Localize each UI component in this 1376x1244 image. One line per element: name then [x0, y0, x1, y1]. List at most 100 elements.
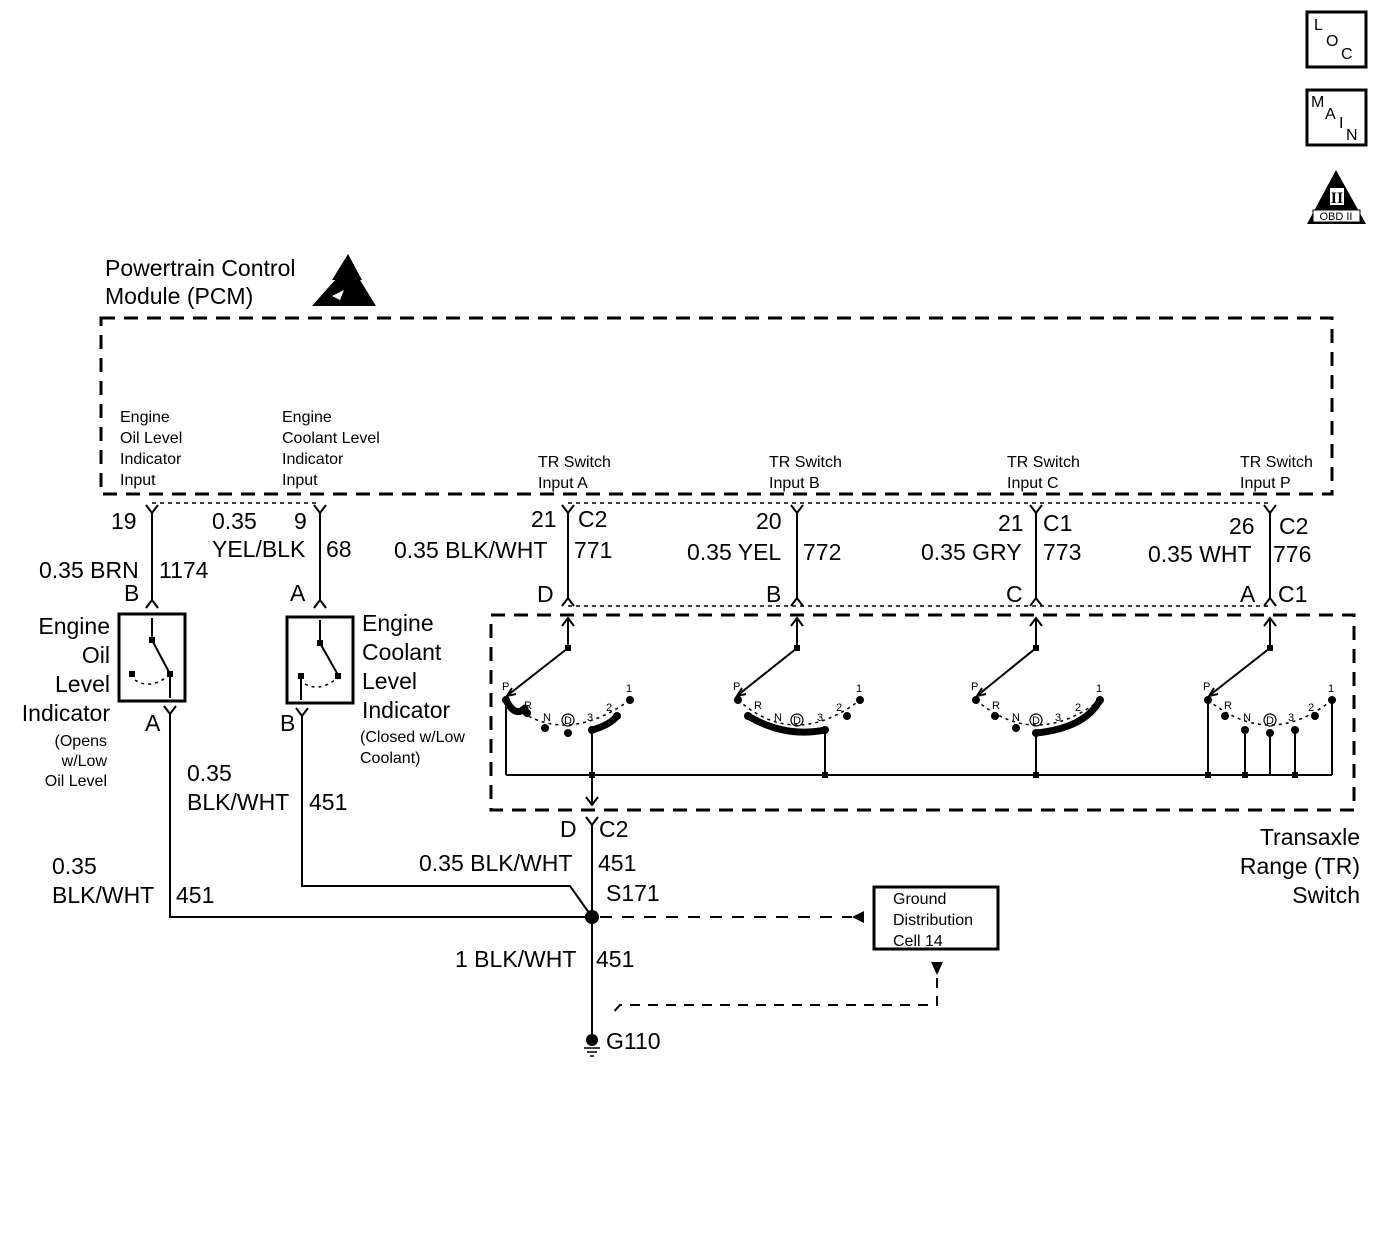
- coolant-level-wire[interactable]: [313, 504, 327, 609]
- main-icon[interactable]: M A I N: [1305, 88, 1368, 147]
- tr-input-b-wire[interactable]: [790, 504, 804, 607]
- pcm-input-tr-p-label: TR Switch Input P: [1240, 454, 1313, 492]
- tr-a-conn: C2: [578, 506, 607, 532]
- ground-symbol-icon: [584, 1034, 600, 1057]
- svg-text:Input C: Input C: [1007, 475, 1059, 492]
- svg-text:Distribution: Distribution: [893, 912, 973, 929]
- tr-switch-label: Transaxle Range (TR) Switch: [1240, 824, 1360, 908]
- tr-p-pin: 26: [1229, 513, 1255, 539]
- tr-ground-color: 0.35 BLK/WHT: [419, 850, 572, 876]
- svg-text:Input A: Input A: [538, 475, 588, 492]
- svg-text:Indicator: Indicator: [282, 451, 344, 468]
- svg-text:2: 2: [836, 702, 842, 714]
- coolant-ground-size: 0.35: [187, 760, 232, 786]
- loc-letter-l: L: [1314, 17, 1323, 34]
- obd-label: OBD II: [1319, 211, 1352, 223]
- coolant-size: 0.35: [212, 508, 257, 534]
- tr-position-labels-c: P R N D 3 2 1: [971, 681, 1102, 727]
- svg-text:1: 1: [626, 683, 632, 695]
- svg-text:Range (TR): Range (TR): [1240, 853, 1360, 879]
- pcm-input-tr-c-label: TR Switch Input C: [1007, 454, 1080, 492]
- svg-text:Engine: Engine: [38, 613, 110, 639]
- pcm-input-oil-label: Engine Oil Level Indicator Input: [120, 409, 182, 489]
- tr-c-color: 0.35 GRY: [921, 539, 1022, 565]
- svg-text:3: 3: [587, 712, 593, 724]
- esd-warning-icon: [312, 254, 376, 306]
- tr-ground-terminal: D: [560, 816, 577, 842]
- main-letter-i: I: [1339, 115, 1343, 132]
- oil-ground-wire[interactable]: [169, 714, 592, 918]
- svg-text:3: 3: [1288, 712, 1294, 724]
- tr-position-labels-p: P R N D 3 2 1: [1203, 681, 1334, 727]
- svg-text:TR Switch: TR Switch: [1007, 454, 1080, 471]
- oil-circuit: 1174: [159, 557, 209, 583]
- svg-text:D: D: [1266, 715, 1274, 727]
- main-letter-a: A: [1325, 106, 1336, 123]
- main-ground-circuit: 451: [596, 946, 634, 972]
- svg-text:P: P: [733, 681, 740, 693]
- svg-text:Oil Level: Oil Level: [120, 430, 182, 447]
- loc-letter-o: O: [1326, 33, 1338, 50]
- svg-text:D: D: [793, 715, 801, 727]
- svg-text:Coolant: Coolant: [362, 639, 442, 665]
- svg-text:TR Switch: TR Switch: [1240, 454, 1313, 471]
- svg-text:(Closed w/Low: (Closed w/Low: [360, 729, 465, 746]
- ground-distribution-box[interactable]: Ground Distribution Cell 14: [872, 885, 1000, 951]
- tr-ground-conn: C2: [599, 816, 628, 842]
- svg-text:3: 3: [817, 712, 823, 724]
- pcm-title-line2: Module (PCM): [105, 283, 253, 309]
- tr-a-color: 0.35 BLK/WHT: [394, 537, 547, 563]
- tr-b-pin: 20: [756, 508, 782, 534]
- svg-text:w/Low: w/Low: [61, 753, 108, 770]
- svg-text:1: 1: [1096, 683, 1102, 695]
- svg-text:Coolant Level: Coolant Level: [282, 430, 380, 447]
- oil-level-wire[interactable]: [145, 504, 159, 609]
- oil-pin: 19: [111, 508, 137, 534]
- tr-p-terminal: A: [1240, 581, 1256, 607]
- tr-input-c-wire[interactable]: [1029, 504, 1043, 607]
- coolant-ground-wire[interactable]: [301, 716, 593, 918]
- oil-ground-circuit: 451: [176, 882, 214, 908]
- svg-text:P: P: [1203, 681, 1210, 693]
- oil-wire-color: 0.35 BRN: [39, 557, 139, 583]
- svg-text:Engine: Engine: [362, 610, 434, 636]
- ground-g110: G110: [606, 1028, 661, 1054]
- obd-ii-icon[interactable]: II OBD II: [1307, 170, 1366, 224]
- svg-text:Input: Input: [282, 472, 318, 489]
- svg-text:Transaxle: Transaxle: [1260, 824, 1360, 850]
- coolant-color: YEL/BLK: [212, 536, 306, 562]
- svg-text:3: 3: [1055, 712, 1061, 724]
- svg-text:2: 2: [1075, 702, 1081, 714]
- svg-text:Indicator: Indicator: [120, 451, 182, 468]
- oil-indicator-label: Engine Oil Level Indicator (Opens w/Low …: [22, 613, 111, 790]
- pcm-input-tr-a-label: TR Switch Input A: [538, 454, 611, 492]
- svg-text:Input B: Input B: [769, 475, 820, 492]
- svg-text:Indicator: Indicator: [22, 700, 111, 726]
- svg-text:R: R: [754, 700, 762, 712]
- svg-text:Level: Level: [362, 668, 417, 694]
- coolant-pin: 9: [294, 508, 307, 534]
- svg-text:1: 1: [1328, 683, 1334, 695]
- svg-text:Engine: Engine: [282, 409, 332, 426]
- svg-text:Coolant): Coolant): [360, 750, 420, 767]
- tr-ground-circuit: 451: [598, 850, 636, 876]
- svg-text:Ground: Ground: [893, 891, 946, 908]
- svg-text:2: 2: [606, 702, 612, 714]
- coolant-conn-top: A: [290, 580, 306, 606]
- tr-input-p-wire[interactable]: [1263, 504, 1277, 607]
- svg-text:2: 2: [1308, 702, 1314, 714]
- svg-text:Input: Input: [120, 472, 156, 489]
- svg-text:1: 1: [856, 683, 862, 695]
- pcm-input-coolant-label: Engine Coolant Level Indicator Input: [282, 409, 380, 489]
- tr-position-labels-b: P R N D 3 2 1: [733, 681, 862, 727]
- svg-text:N: N: [1243, 712, 1251, 724]
- loc-icon[interactable]: L O C: [1305, 10, 1368, 69]
- tr-b-color: 0.35 YEL: [687, 539, 781, 565]
- tr-p-circuit: 776: [1273, 541, 1311, 567]
- coolant-indicator-label: Engine Coolant Level Indicator (Closed w…: [360, 610, 465, 767]
- tr-input-a-wire[interactable]: [561, 504, 575, 607]
- coolant-conn-bottom: B: [280, 710, 295, 736]
- loc-letter-c: C: [1341, 46, 1353, 63]
- svg-text:TR Switch: TR Switch: [769, 454, 842, 471]
- svg-text:P: P: [971, 681, 978, 693]
